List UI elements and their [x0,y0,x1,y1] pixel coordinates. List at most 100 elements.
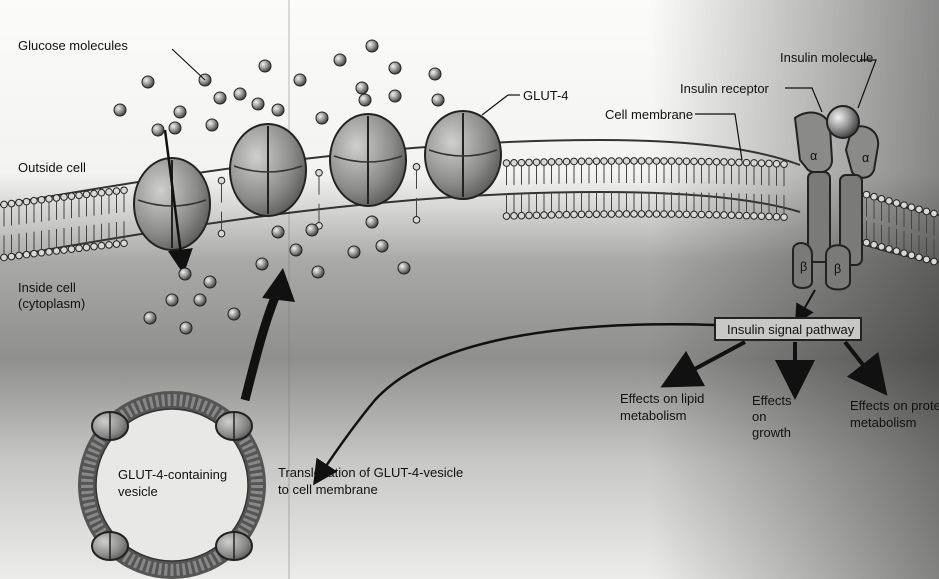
lipid-head [638,211,645,218]
glucose-molecule [252,98,264,110]
glut4-vesicle [87,400,257,570]
lipid-head [931,210,938,217]
glucose-molecule [194,294,206,306]
vesicle-label-2: vesicle [118,484,158,499]
lipid-head [533,159,540,166]
glucose-molecule [114,104,126,116]
lipid-head [46,196,53,203]
lipid-head [886,246,893,253]
lipid-head [878,244,885,251]
lipid-head [878,196,885,203]
effects-growth-label: Effects [752,393,792,408]
lipid-head [556,158,563,165]
alpha-label-right: α [862,151,869,165]
insulin-molecule [827,106,859,138]
glut4-transporter [134,158,210,250]
lipid-head [31,250,38,257]
glucose-molecule [214,92,226,104]
lipid-head [743,212,750,219]
glucose-molecule [376,240,388,252]
lipid-head [743,159,750,166]
lipid-head [893,248,900,255]
glucose-molecule [429,68,441,80]
glucose-molecule [142,76,154,88]
lipid-head [61,194,68,201]
glucose-molecule [169,122,181,134]
lipid-head [533,212,540,219]
lipid-head [931,258,938,265]
glut4-label: GLUT-4 [523,88,569,103]
lipid-head [623,158,630,165]
lipid-head [676,211,683,218]
lipid-head [781,161,788,168]
lipid-head [863,239,870,246]
lipid-head [661,211,668,218]
lipid-head [766,213,773,220]
inside-cell-label: Inside cell [18,280,76,295]
lipid-head [106,189,113,196]
glucose-molecule [290,244,302,256]
glucose-molecule [334,54,346,66]
lipid-head [91,190,98,197]
lipid-head [1,254,8,261]
lipid-head [563,211,570,218]
lipid-head [121,240,128,247]
glucose-molecule [356,82,368,94]
glucose-molecule [398,262,410,274]
lipid-head [698,211,705,218]
lipid-head [631,158,638,165]
cytoplasm-label: (cytoplasm) [18,296,85,311]
lipid-head [503,213,510,220]
lipid-head [758,160,765,167]
glut4-transporter [230,124,306,216]
lipid-head [511,213,518,220]
lipid-head [53,248,60,255]
lipid-head [916,254,923,261]
glucose-molecule [306,224,318,236]
lipid-head [901,202,908,209]
glucose-molecule [389,90,401,102]
lipid-head [518,212,525,219]
lipid-head [61,247,68,254]
lipid-head [53,195,60,202]
lipid-head [646,158,653,165]
lipid-head [31,197,38,204]
glucose-molecule [179,268,191,280]
lipid-head [601,158,608,165]
cell-membrane-label: Cell membrane [605,107,693,122]
lipid-head [713,212,720,219]
lipid-head [16,252,23,259]
lipid-head [98,242,105,249]
lipid-head [901,250,908,257]
glucose-molecule [234,88,246,100]
lipid-head [916,206,923,213]
lipid-head [121,187,128,194]
lipid-head [98,189,105,196]
lipid-head [661,158,668,165]
lipid-head [751,160,758,167]
glucose-molecules-label: Glucose molecules [18,38,128,53]
effects-protein-label: Effects on protein [850,398,939,413]
lipid-head [721,159,728,166]
lipid-head [773,160,780,167]
lipid-head [608,158,615,165]
beta-label-left: β [800,260,807,274]
lipid-head [923,256,930,263]
insulin-signal-pathway-label: Insulin signal pathway [727,322,855,337]
lipid-head [893,200,900,207]
lipid-head [781,214,788,221]
glut4-transporter [330,114,406,206]
glucose-molecule [389,62,401,74]
lipid-head [908,252,915,259]
lipid-head [106,242,113,249]
effects-lipid-label-2: metabolism [620,408,686,423]
lipid-head [8,200,15,207]
lipid-head [698,158,705,165]
lipid-head [758,213,765,220]
lipid-head [616,211,623,218]
glucose-molecule [174,106,186,118]
lipid-head [218,177,225,184]
glucose-molecule [366,216,378,228]
lipid-head [38,249,45,256]
